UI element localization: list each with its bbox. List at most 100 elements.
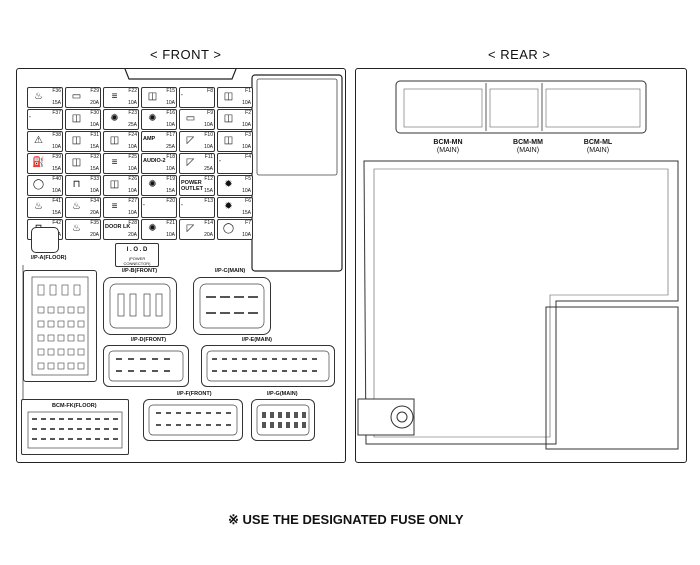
fuse-amperage: 15A: [242, 210, 251, 216]
bcm-fk-floor-connector[interactable]: BCM-FK(FLOOR): [21, 399, 129, 455]
ipg-main-connector[interactable]: [251, 399, 315, 441]
ipa-pin-grid: [31, 276, 89, 376]
fuse-icon: ◫: [71, 135, 82, 146]
fuse-number: F21: [166, 220, 175, 226]
ipf-front-connector[interactable]: [143, 399, 243, 441]
fuse-amperage: 10A: [242, 188, 251, 194]
fuse-number: F36: [52, 88, 61, 94]
fuse-f37[interactable]: -F37: [27, 109, 63, 130]
fuse-number: F5: [245, 176, 251, 182]
designated-fuse-note: ※ USE THE DESIGNATED FUSE ONLY: [228, 512, 464, 527]
fuse-icon: ⚠: [34, 135, 43, 146]
fuse-number: F2: [245, 110, 251, 116]
iod-power-connector[interactable]: I . O . D (POWER CONNECTOR): [115, 243, 159, 267]
ipd-label: I/P-D(FRONT): [131, 337, 167, 343]
fuse-number: F32: [90, 154, 99, 160]
rear-fuse-panel: BCM-MN(MAIN)BCM-MM(MAIN)BCM-ML(MAIN): [355, 68, 687, 463]
fuse-icon: ✺: [110, 113, 119, 124]
fuse-icon: ◫: [223, 113, 234, 124]
fuse-number: F24: [128, 132, 137, 138]
fuse-amperage: 15A: [52, 166, 61, 172]
fuse-icon: ✺: [148, 113, 157, 124]
fuse-amperage: 10A: [204, 144, 213, 150]
fuse-f31[interactable]: ◫ F31 15A: [65, 131, 101, 152]
ipa-small-connector[interactable]: [31, 227, 59, 253]
ipa-floor-connector[interactable]: [23, 270, 97, 382]
fuse-number: F7: [245, 220, 251, 226]
bcm-fk-label: BCM-FK(FLOOR): [52, 403, 97, 409]
bcm-sub: (MAIN): [586, 147, 610, 154]
fuse-icon: ◸: [186, 157, 195, 168]
fuse-icon: ◫: [109, 179, 120, 190]
fuse-f8[interactable]: -F8: [179, 87, 215, 108]
fuse-amperage: 10A: [242, 232, 251, 238]
ipc-main-connector[interactable]: [193, 277, 271, 335]
bcm-label-bcm-ml: BCM-ML(MAIN): [568, 139, 628, 155]
ipg-label: I/P-G(MAIN): [267, 391, 298, 397]
fuse-number: F26: [128, 176, 137, 182]
fuse-icon: ◫: [71, 157, 82, 168]
fuse-amperage: 10A: [166, 100, 175, 106]
rear-panel-outline: [357, 80, 679, 450]
fuse-amperage: 15A: [90, 144, 99, 150]
ipf-label: I/P-F(FRONT): [177, 391, 212, 397]
fuse-number: F31: [90, 132, 99, 138]
fuse-icon: ♨: [34, 91, 43, 102]
fuse-number: F6: [245, 198, 251, 204]
fuse-amperage: 10A: [128, 210, 137, 216]
fuse-number: F23: [128, 110, 137, 116]
fuse-amperage: 10A: [128, 144, 137, 150]
ipb-front-connector[interactable]: [103, 277, 177, 335]
fuse-amperage: 25A: [166, 144, 175, 150]
ipf-pins: [148, 404, 238, 436]
fuse-f4[interactable]: -F4: [217, 153, 253, 174]
fuse-amperage: 10A: [166, 166, 175, 172]
bcm-label-bcm-mm: BCM-MM(MAIN): [498, 139, 558, 155]
fuse-icon: ◫: [71, 113, 82, 124]
fuse-number: F29: [90, 88, 99, 94]
fuse-amperage: 10A: [52, 188, 61, 194]
fuse-icon: ♨: [72, 201, 81, 212]
ipe-main-connector[interactable]: [201, 345, 335, 387]
fuse-label: -: [143, 202, 145, 208]
ipd-front-connector[interactable]: [103, 345, 189, 387]
fuse-f20[interactable]: -F20: [141, 197, 177, 218]
fuse-amperage: 20A: [90, 210, 99, 216]
fuse-f13[interactable]: -F13: [179, 197, 215, 218]
